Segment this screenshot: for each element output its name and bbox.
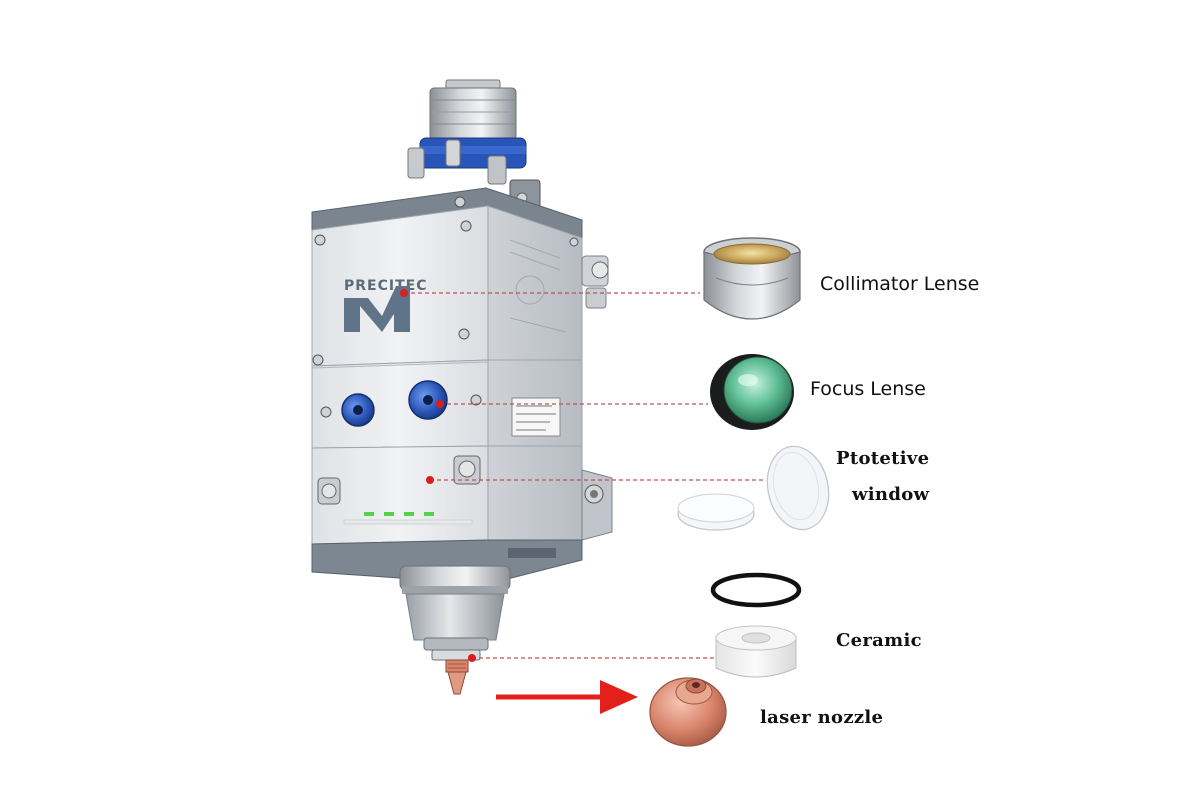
laser-nozzle-part	[649, 677, 727, 747]
collimator-lens-part	[703, 237, 801, 320]
laser-cutting-head: PRECITEC	[311, 79, 613, 695]
protective-window-part	[677, 445, 830, 531]
marker-ceramic	[468, 654, 476, 662]
brand-logo-text: PRECITEC	[344, 278, 427, 294]
marker-collimator	[400, 289, 408, 297]
label-collimator-lens: Collimator Lense	[820, 273, 980, 295]
marker-dots	[400, 289, 476, 662]
label-ceramic: Ceramic	[836, 630, 922, 651]
leader-lines	[404, 292, 766, 659]
nozzle-arrow	[496, 680, 638, 714]
label-protective-line1: Ptotetive	[836, 448, 930, 469]
label-focus-lens: Focus Lense	[810, 378, 926, 400]
label-protective-line2: window	[852, 484, 930, 505]
ceramic-part	[715, 625, 797, 678]
marker-protective	[426, 476, 434, 484]
marker-focus	[436, 400, 444, 408]
o-ring-part	[710, 572, 802, 608]
label-laser-nozzle: laser nozzle	[760, 707, 884, 728]
focus-lens-part	[710, 354, 794, 430]
brand-logo-icon	[344, 286, 410, 332]
